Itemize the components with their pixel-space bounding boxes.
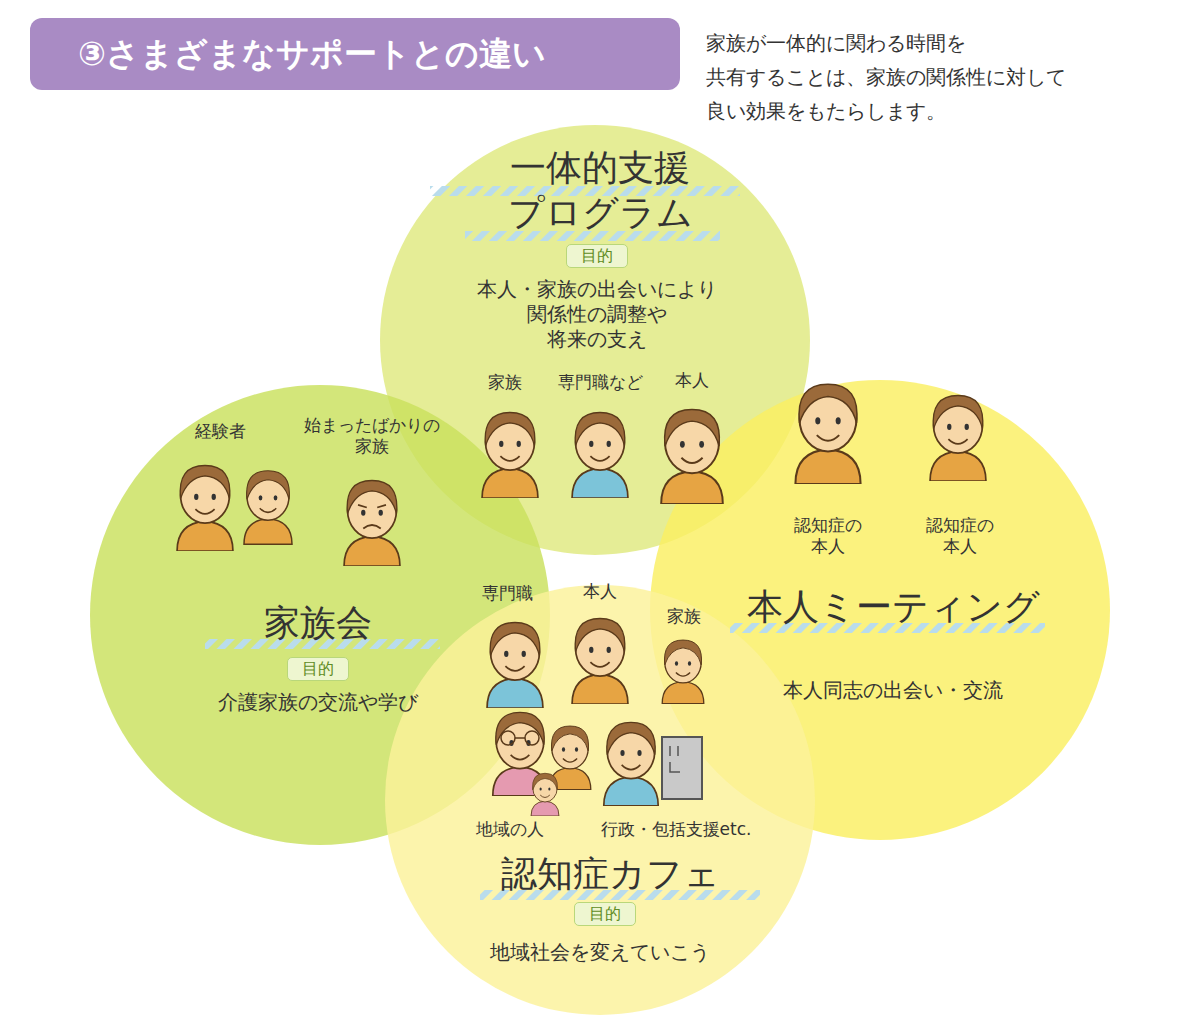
- title-band: ③さまざまなサポートとの違い: [30, 18, 680, 90]
- purpose-text: 本人・家族の出会いにより 関係性の調整や 将来の支え: [447, 277, 747, 352]
- person-label: 家族: [667, 606, 701, 627]
- purpose-text: 介護家族の交流や学び: [218, 690, 418, 715]
- office-building: [662, 737, 702, 799]
- highlight-stripe: [465, 231, 720, 241]
- person-figure: [482, 412, 538, 498]
- person-figure: [244, 471, 292, 545]
- person-label: 始まったばかりの 家族: [282, 415, 462, 458]
- person-figure: [344, 480, 400, 566]
- person-figure: [661, 410, 723, 504]
- purpose-tag: 目的: [566, 244, 628, 268]
- purpose-text: 本人同志の出会い・交流: [783, 678, 1003, 703]
- person-label: 行政・包括支援etc.: [601, 819, 752, 840]
- person-figure: [531, 773, 559, 816]
- purpose-text: 地域社会を変えていこう: [490, 940, 710, 965]
- highlight-stripe: [205, 639, 440, 649]
- highlight-stripe: [430, 186, 740, 196]
- person-label: 認知症の 本人: [768, 515, 888, 558]
- note-text: 家族が一体的に関わる時間を 共有することは、家族の関係性に対して 良い効果をもた…: [706, 26, 1176, 128]
- circle-heading: 本人ミーティング: [747, 584, 1040, 629]
- person-label: 専門職など: [558, 372, 643, 393]
- circle-fill: [385, 585, 815, 1015]
- heading-highlights: [205, 186, 1045, 900]
- person-figure: [662, 640, 704, 704]
- people-figures: [177, 384, 986, 816]
- circle-heading: 家族会: [264, 600, 372, 645]
- person-label: 専門職: [482, 583, 533, 604]
- person-figure: [795, 384, 860, 484]
- person-label: 本人: [675, 370, 709, 391]
- circle-heading: 一体的支援 プログラム: [460, 145, 740, 235]
- purpose-tag: 目的: [287, 657, 349, 681]
- person-figure: [604, 722, 658, 805]
- person-figure: [487, 622, 543, 708]
- purpose-tag: 目的: [574, 902, 636, 926]
- circle-heading: 認知症カフェ: [501, 851, 720, 896]
- person-figure: [572, 412, 628, 498]
- person-figure: [930, 395, 986, 481]
- person-label: 地域の人: [476, 819, 544, 840]
- person-label: 本人: [583, 581, 617, 602]
- highlight-stripe: [480, 890, 760, 900]
- person-label: 認知症の 本人: [900, 515, 1020, 558]
- person-label: 家族: [488, 372, 522, 393]
- person-figure: [177, 465, 233, 551]
- glasses: [501, 731, 539, 745]
- person-label: 経験者: [195, 421, 246, 442]
- person-figure: [572, 618, 628, 704]
- highlight-stripe: [730, 623, 1045, 633]
